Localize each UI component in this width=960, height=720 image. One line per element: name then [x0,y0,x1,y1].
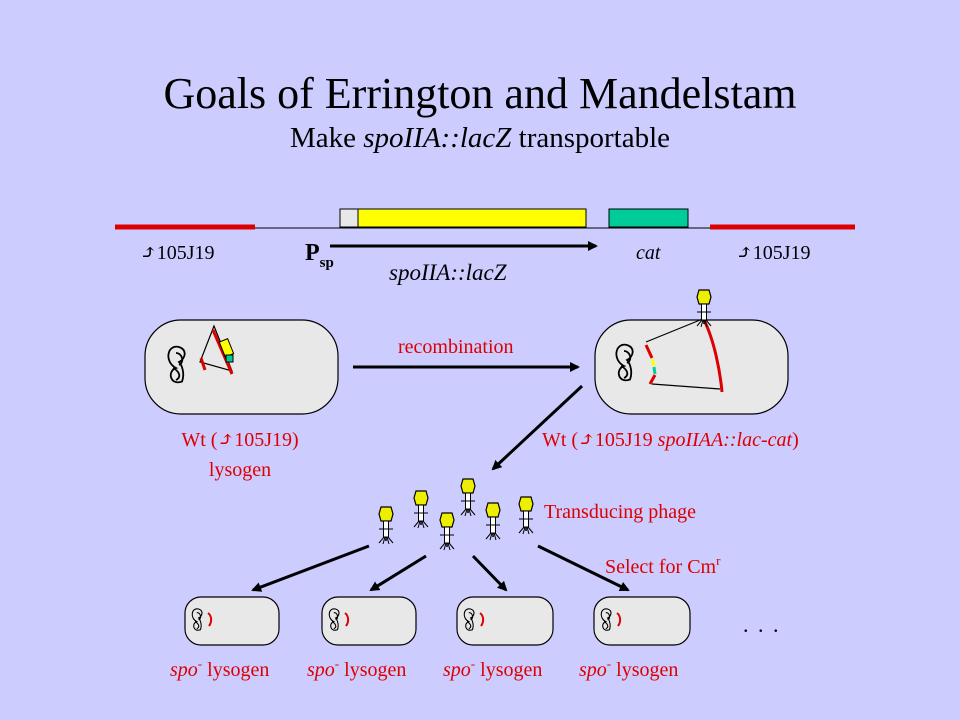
right-cell [594,289,789,415]
subtitle-gene: spoIIA::lacZ [363,122,512,154]
right-cell-label: Wt (⤴105J19 spoIIAA::lac-cat) [542,429,799,451]
bottom-label-4-italic: spo [579,659,607,681]
bottom-label-3-sup: - [471,656,475,671]
select-label-text: Select for Cm [605,556,717,578]
transducing-phage-label: Transducing phage [544,501,696,523]
left-label-pre: Wt ( [181,429,217,451]
bottom-cell-1-red-mark [207,612,213,627]
fan-arrow-2 [369,554,427,592]
recombination-label: recombination [398,336,514,358]
select-label-sup: r [716,553,721,568]
bottom-cell-4-red-mark [616,612,622,627]
bottom-label-2-sup: - [335,656,339,671]
right-label-pre: Wt ( [542,429,578,451]
phage-icon-6 [439,512,455,551]
left-cell-label-line2: lysogen [209,459,271,481]
phi-symbol-right-cell: ⤴ [578,429,595,451]
right-label-post: ) [792,429,799,451]
right-label-strain: 105J19 [595,429,658,451]
bottom-cell-3-body [456,596,554,646]
promoter-box [339,208,359,228]
bottom-label-3: spo- lysogen [443,656,542,681]
right-label-italic1: spoIIAA::lac [658,429,761,451]
subtitle-pre: Make [289,122,364,154]
page-subtitle: Make spoIIA::lacZ transportable [0,122,960,155]
transducing-phage-cluster [378,478,534,551]
page-title: Goals of Errington and Mandelstam [163,69,797,118]
right-cell-teal-mark [652,366,657,375]
phi-symbol-left: ⤴ [140,242,157,264]
right-cell-prophage-lines [645,317,721,390]
phi-symbol-right: ⤴ [736,242,753,264]
right-cell-red-mark-1 [644,344,654,359]
phi-symbol-left-cell: ⤴ [217,429,234,451]
left-cell-label-line1: Wt (⤴105J19) [181,429,298,451]
fan-arrow-1 [251,544,370,592]
phage-icon-1 [460,478,476,517]
bottom-label-1: spo- lysogen [170,656,269,681]
bottom-label-4-sup: - [607,656,611,671]
phage-icon-4 [378,506,394,545]
bottom-cell-3 [456,596,554,646]
construct-map: ⤴105J19 Psp spoIIA::lacZ cat ⤴105J19 [115,208,855,285]
bottom-label-1-text: lysogen [202,659,269,681]
right-phage-text: 105J19 [753,242,811,264]
bottom-cell-1 [184,596,280,646]
subtitle-post: transportable [511,122,671,154]
left-label-post: 105J19) [234,429,298,451]
promoter-label: Psp [305,240,334,271]
left-cell-red-arm [211,329,234,375]
bottom-cell-2-body [321,596,417,646]
left-phage-label: ⤴105J19 [140,242,215,264]
left-cell-red-mark [199,357,207,371]
right-cell-red-mark-2 [648,374,657,385]
bottom-label-1-sup: - [198,656,202,671]
bottom-cell-2 [321,596,417,646]
bottom-cell-3-red-mark [479,612,485,627]
bottom-label-4-text: lysogen [611,659,678,681]
lacz-gene-box [357,208,587,228]
right-label-italic2: cat [768,429,793,451]
promoter-main: P [305,240,320,266]
bottom-label-2: spo- lysogen [307,656,406,681]
bottom-label-3-text: lysogen [475,659,542,681]
left-phage-text: 105J19 [157,242,215,264]
bottom-cell-1-body [184,596,280,646]
phage-icon-3 [518,496,534,535]
bottom-cell-4-body [593,596,691,646]
bottom-label-3-italic: spo [443,659,471,681]
phage-icon-5 [485,502,501,541]
marker-label: cat [636,242,661,264]
ellipsis: . . . [743,612,781,637]
fan-arrow-4 [537,544,630,592]
left-cell [144,319,339,415]
bottom-label-2-text: lysogen [339,659,406,681]
left-cell-body [144,319,339,415]
bottom-cell-4 [593,596,691,646]
bottom-cell-2-red-mark [344,612,350,627]
right-cell-body [594,319,789,415]
bottom-label-1-italic: spo [170,659,198,681]
right-phage-label: ⤴105J19 [736,242,811,264]
left-cell-cat-insert [225,354,234,363]
bottom-label-2-italic: spo [307,659,335,681]
select-label: Select for Cmr [605,553,721,578]
to-phage-arrow [491,384,584,471]
phage-icon-2 [413,490,429,529]
right-label-dash: - [761,429,768,451]
right-cell-yellow-mark [650,358,656,367]
gene-label: spoIIA::lacZ [389,260,507,285]
bottom-label-4: spo- lysogen [579,656,678,681]
fan-arrow-3 [471,554,508,592]
cat-gene-box [608,208,689,228]
promoter-sub: sp [320,255,334,271]
bottom-cells [184,596,691,646]
